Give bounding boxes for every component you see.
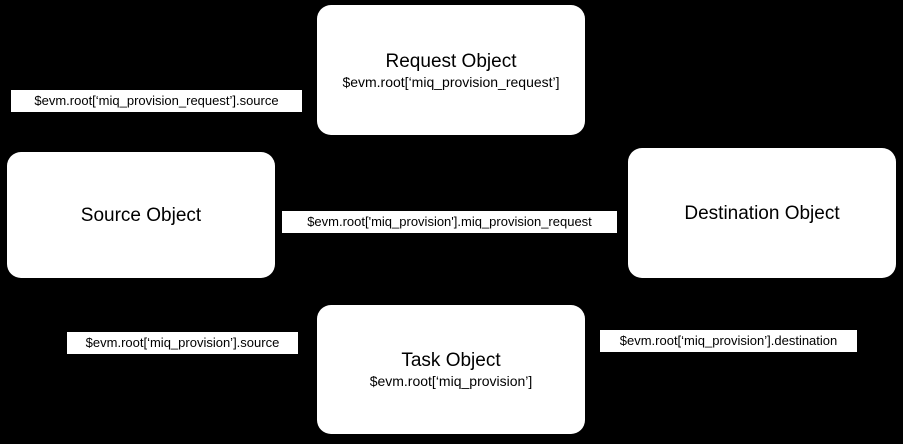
node-task-object[interactable]: Task Object $evm.root[‘miq_provision’] [317,305,585,434]
node-destination-object-title: Destination Object [684,202,840,224]
edge-label-request-to-source: $evm.root[‘miq_provision_request’].sourc… [11,90,302,112]
edge-label-provision-to-source: $evm.root[‘miq_provision’].source [67,332,298,354]
node-source-object-title: Source Object [80,204,202,226]
node-task-object-title: Task Object [401,350,501,371]
edge-label-provision-to-destination: $evm.root[‘miq_provision’].destination [600,330,857,352]
node-request-object[interactable]: Request Object $evm.root[‘miq_provision_… [317,5,585,135]
node-request-object-title: Request Object [385,50,517,72]
node-task-object-subtitle: $evm.root[‘miq_provision’] [369,373,533,389]
node-destination-object[interactable]: Destination Object [628,148,896,278]
node-source-object[interactable]: Source Object [7,152,275,278]
node-request-object-subtitle: $evm.root[‘miq_provision_request’] [342,73,560,90]
edge-label-provision-to-request: $evm.root['miq_provision'].miq_provision… [282,211,617,233]
